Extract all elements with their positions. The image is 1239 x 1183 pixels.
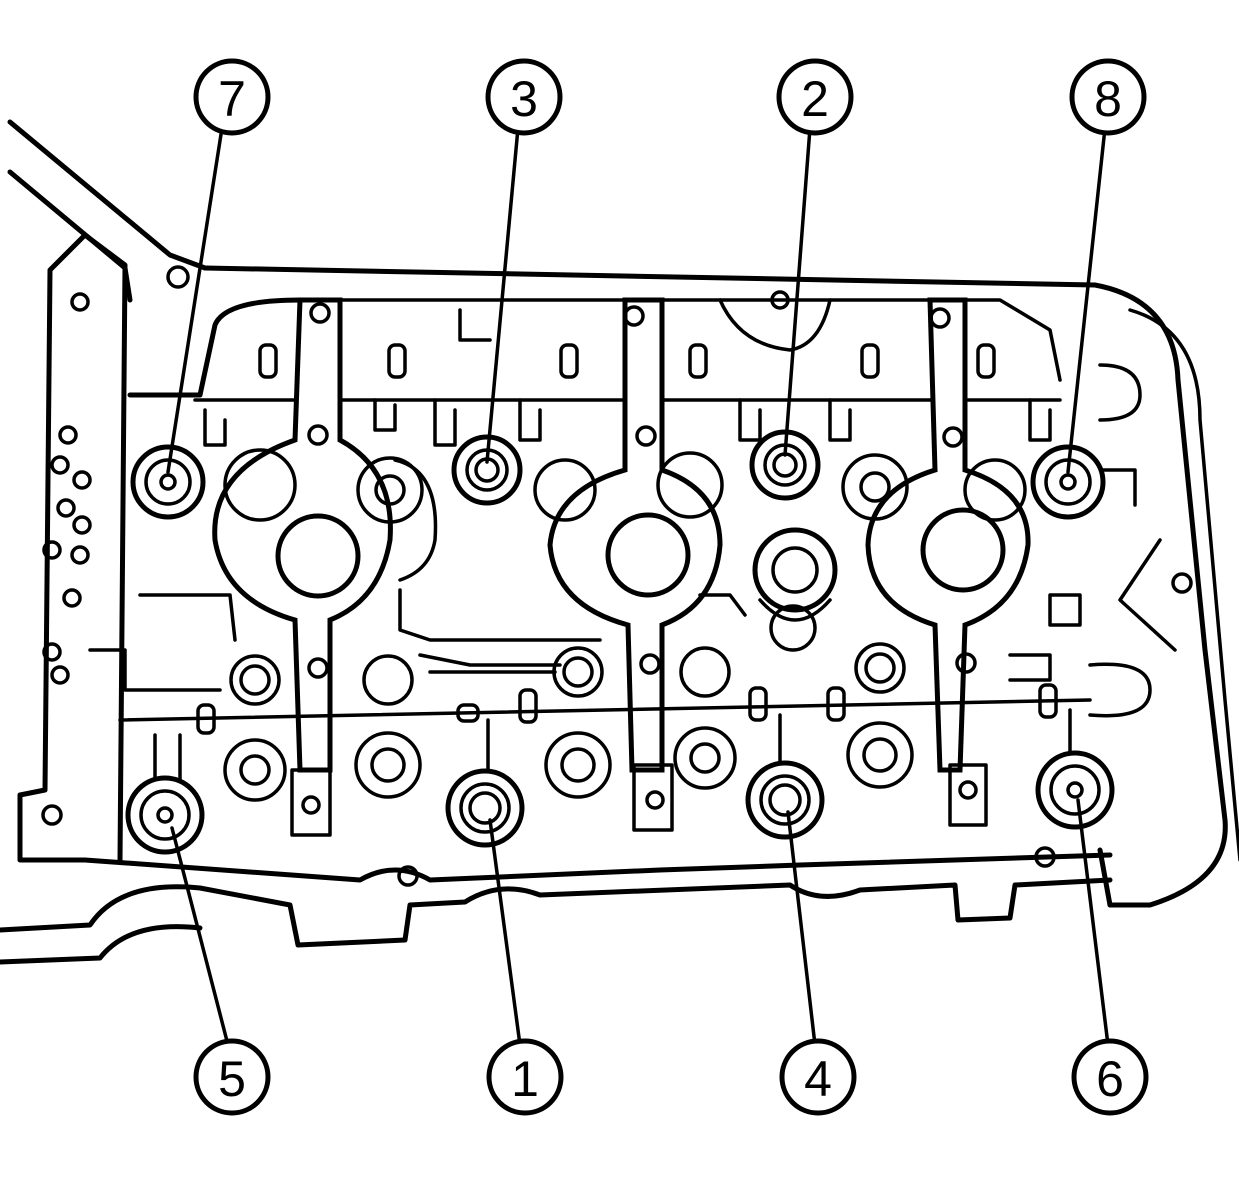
callout-5-label: 5: [218, 1051, 246, 1107]
leader-line-6: [1076, 798, 1110, 1047]
callout-1-label: 1: [511, 1051, 539, 1107]
cam-bridge-left: [212, 297, 393, 837]
callouts: 7 3 2 8 5 1 4 6: [193, 58, 1149, 1116]
callout-3: 3: [485, 58, 563, 136]
callout-6-label: 6: [1096, 1051, 1124, 1107]
callout-1: 1: [486, 1038, 564, 1116]
head-bolt-6: [1035, 750, 1115, 830]
callout-2-label: 2: [801, 71, 829, 127]
cylinder-head-outline: [0, 119, 1239, 965]
leader-line-2: [783, 126, 812, 457]
head-bolt-1: [445, 768, 525, 848]
head-bolt-8: [1030, 444, 1106, 520]
callout-5: 5: [193, 1038, 271, 1116]
callout-7-label: 7: [218, 71, 246, 127]
head-bolt-3: [451, 434, 523, 506]
callout-3-label: 3: [510, 71, 538, 127]
head-bolt-7: [130, 444, 206, 520]
callout-7: 7: [193, 58, 271, 136]
leader-line-1: [488, 818, 522, 1047]
leader-line-5: [170, 826, 230, 1047]
head-bolt-5: [125, 775, 205, 855]
leader-line-3: [485, 126, 520, 464]
leader-line-7: [166, 126, 224, 474]
callout-6: 6: [1071, 1038, 1149, 1116]
leader-line-4: [786, 810, 817, 1047]
callout-4: 4: [779, 1038, 857, 1116]
callout-4-label: 4: [804, 1051, 832, 1107]
head-bolts: [125, 429, 1115, 855]
leader-line-8: [1066, 126, 1107, 474]
callout-8-label: 8: [1094, 71, 1122, 127]
callout-2: 2: [776, 58, 854, 136]
head-bolt-4: [745, 760, 825, 840]
callout-8: 8: [1069, 58, 1147, 136]
leader-lines: [166, 126, 1110, 1047]
